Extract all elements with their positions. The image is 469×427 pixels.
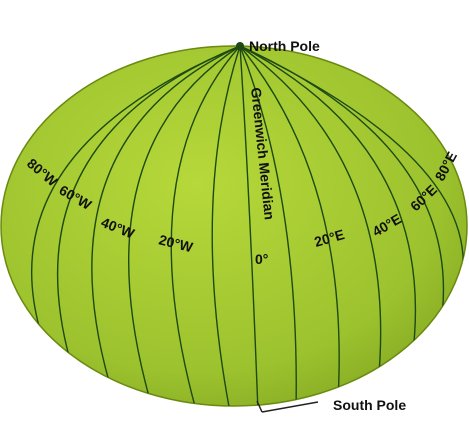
north-pole-label: North Pole (249, 38, 320, 54)
north-pole-marker (236, 42, 244, 50)
meridian-label-0: 0° (255, 251, 268, 267)
south-pole-label: South Pole (333, 397, 406, 413)
